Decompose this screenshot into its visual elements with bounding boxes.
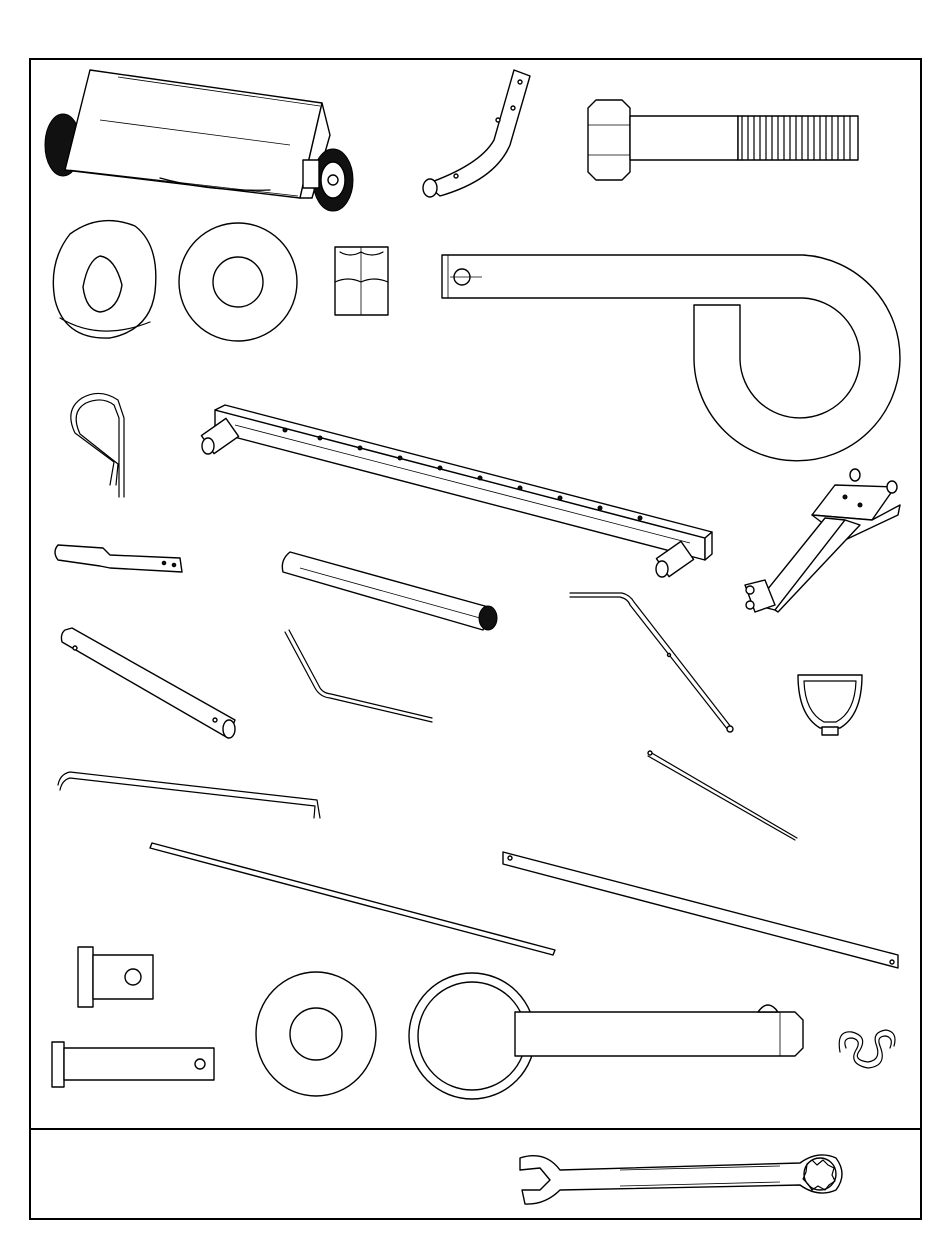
- short-bent-rod: [58, 772, 320, 818]
- bent-tube: [61, 628, 235, 738]
- spreader-hopper-with-wheels: [45, 70, 353, 211]
- hex-bolt: [588, 100, 858, 180]
- bent-control-rod: [285, 630, 432, 722]
- ring-pull-pin: [409, 973, 803, 1099]
- combination-wrench: [520, 1155, 842, 1204]
- agitator-tube: [282, 552, 497, 630]
- axle-frame-bar: [201, 405, 712, 577]
- hex-nut: [335, 247, 388, 315]
- pointed-rod: [648, 751, 797, 840]
- clevis-pin: [52, 1042, 214, 1087]
- wire-spring-clip: [839, 1030, 895, 1068]
- hitch-hook-bar: [442, 255, 900, 461]
- flat-washer: [179, 223, 297, 341]
- long-linkage-rod: [570, 593, 733, 732]
- flat-strap-bar: [503, 852, 898, 968]
- lever-arm: [55, 545, 182, 572]
- large-washer: [256, 972, 376, 1096]
- tapered-spacer: [53, 221, 156, 339]
- rubber-cap: [798, 675, 862, 735]
- hairpin-cotter-pin: [71, 393, 124, 497]
- hitch-bracket-assembly: [745, 469, 900, 612]
- straight-rod: [150, 843, 555, 955]
- flange-bushing: [78, 947, 153, 1007]
- bent-handle-tube: [423, 70, 530, 197]
